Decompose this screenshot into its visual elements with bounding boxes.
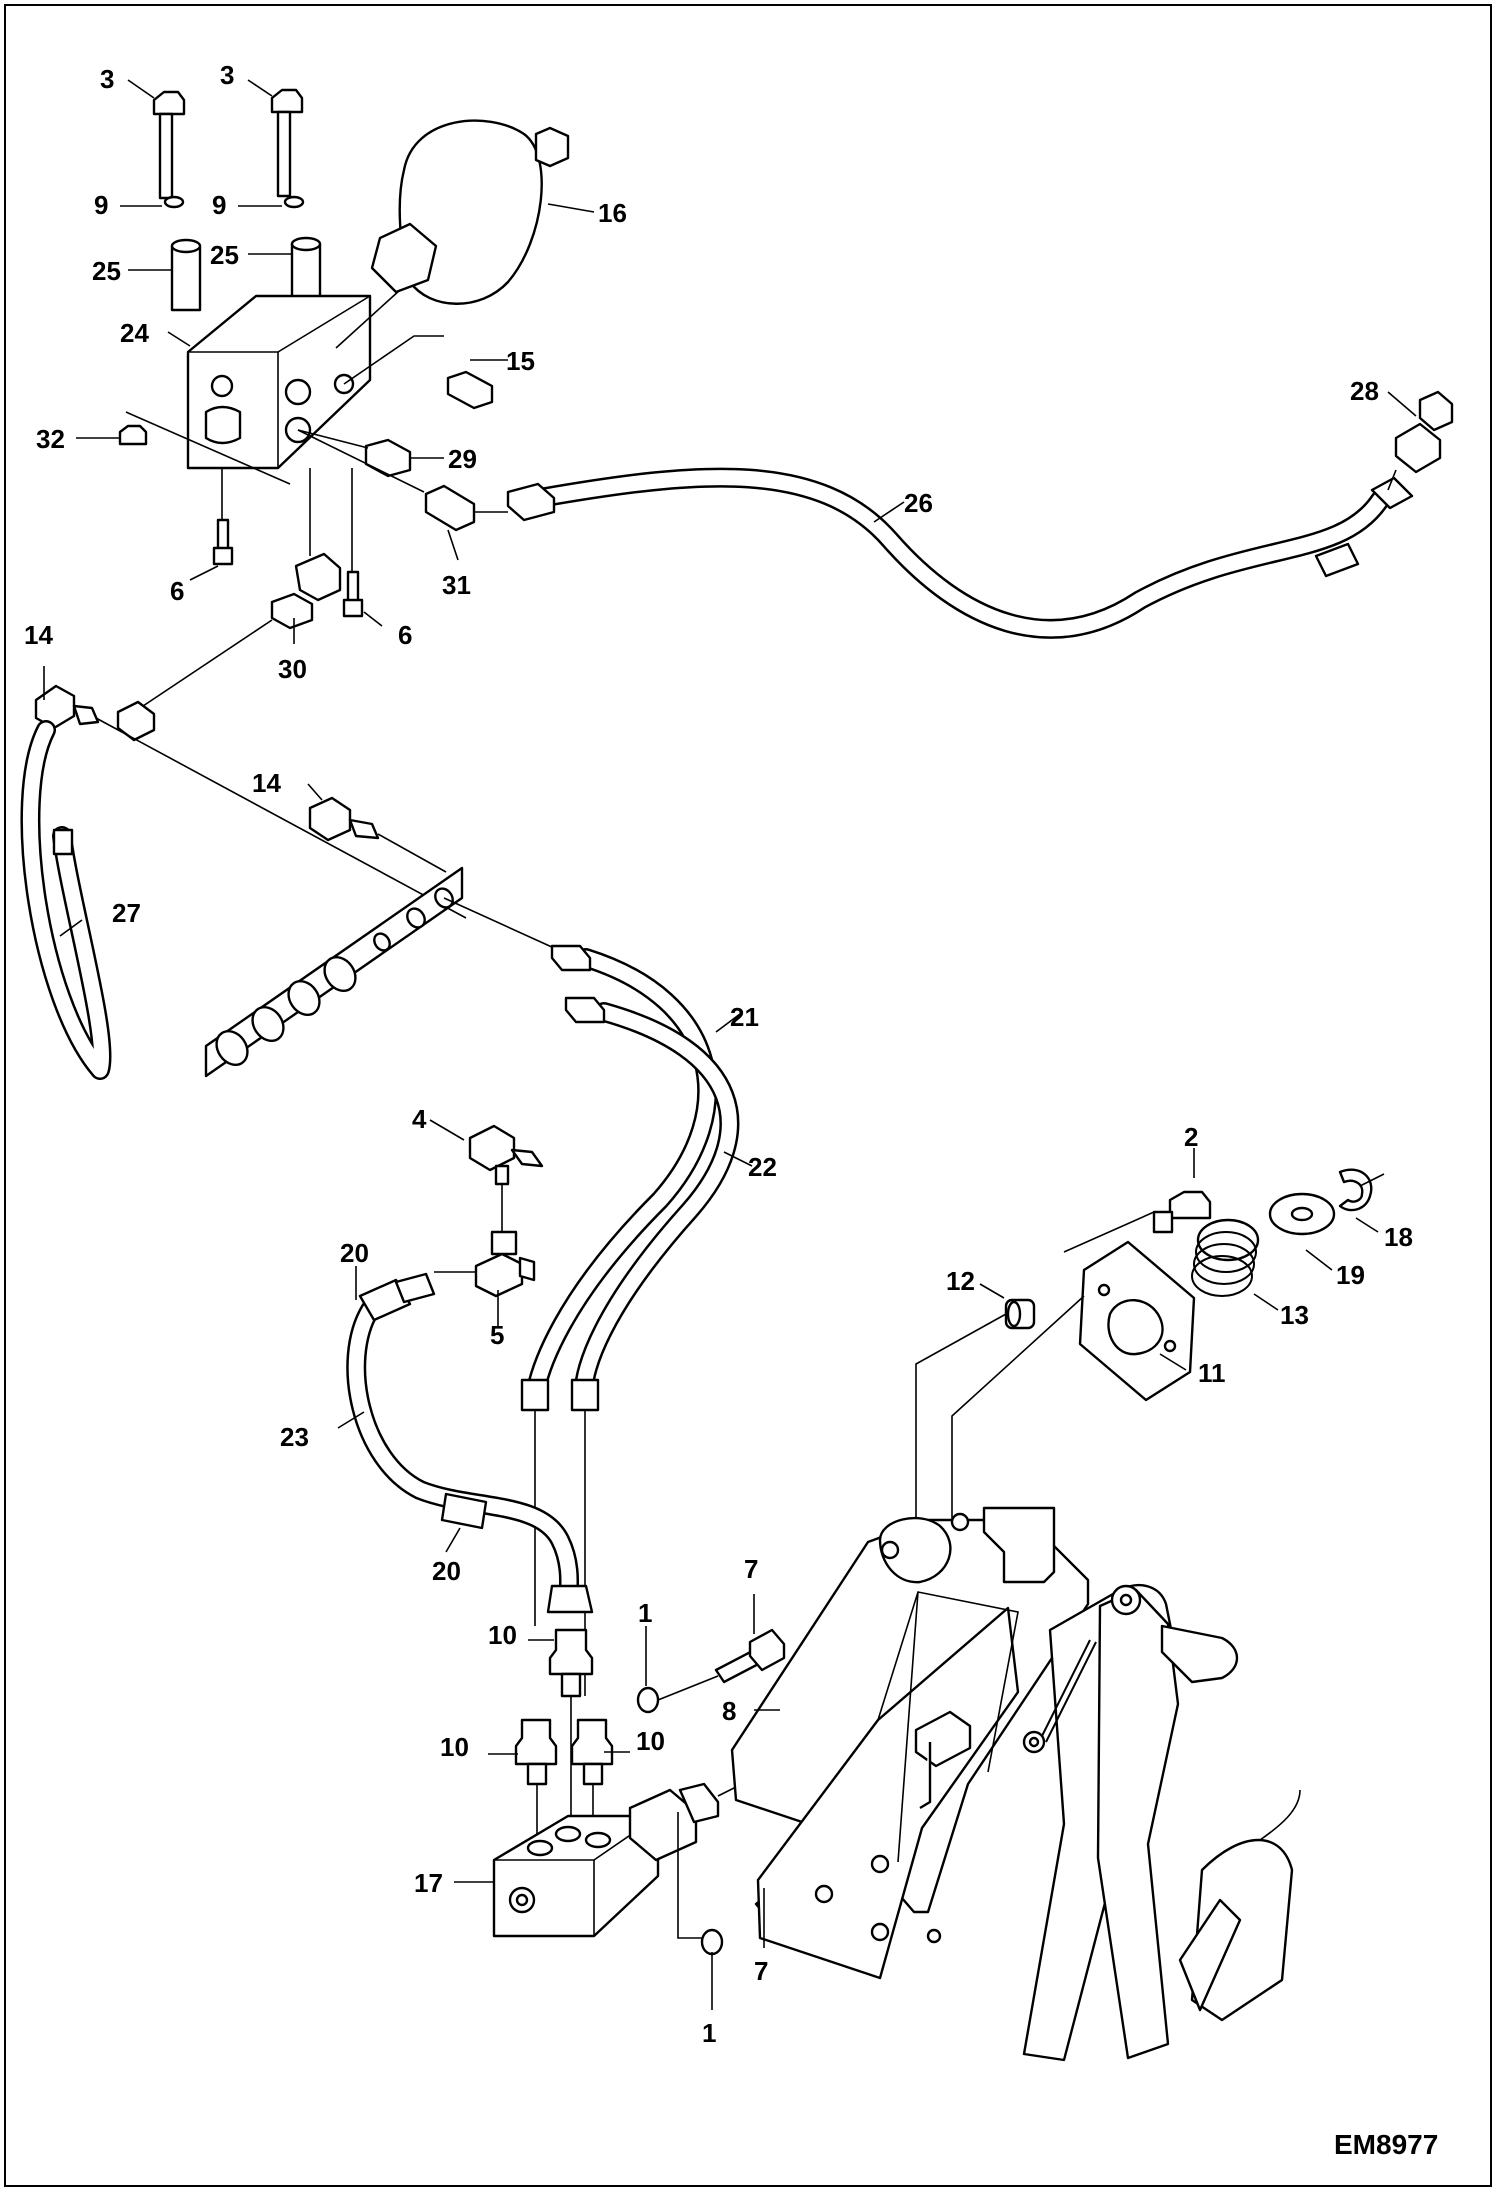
callout-10b: 10 xyxy=(636,1726,665,1756)
bolt-3b xyxy=(270,88,304,198)
callout-8: 8 xyxy=(722,1696,736,1726)
callout-17: 17 xyxy=(414,1868,443,1898)
plate-11 xyxy=(1078,1240,1196,1402)
plug-32 xyxy=(118,424,148,446)
screw-7a xyxy=(714,1628,786,1684)
callout-25a: 25 xyxy=(92,256,121,286)
callout-23: 23 xyxy=(280,1422,309,1452)
callout-7b: 7 xyxy=(754,1956,768,1986)
callout-22: 22 xyxy=(748,1152,777,1182)
callout-14a: 14 xyxy=(24,620,53,650)
hose-27 xyxy=(20,720,112,1080)
fitting-29 xyxy=(297,429,412,478)
leader-30-to-14 xyxy=(121,619,273,721)
hose-21 xyxy=(520,944,718,1412)
fitting-10a xyxy=(548,1628,594,1698)
washer-19 xyxy=(1268,1192,1336,1236)
callout-21: 21 xyxy=(730,1002,759,1032)
callout-9a: 9 xyxy=(94,190,108,220)
callout-11: 11 xyxy=(1198,1358,1226,1388)
callout-27: 27 xyxy=(112,898,141,928)
callout-16: 16 xyxy=(598,198,627,228)
hose-22 xyxy=(564,996,740,1412)
drawing-code: EM8977 xyxy=(1334,2129,1438,2160)
callout-32: 32 xyxy=(36,424,65,454)
hose-23 xyxy=(346,1272,594,1614)
callout-20a: 20 xyxy=(340,1238,369,1268)
brake-light-switch xyxy=(914,1710,972,1810)
fitting-5 xyxy=(434,1230,536,1298)
callout-labels: 3 3 9 9 16 25 25 24 15 28 32 29 26 6 31 … xyxy=(24,60,1413,2048)
fitting-31 xyxy=(297,429,476,532)
elbow-14b xyxy=(308,796,447,873)
fitting-10c xyxy=(570,1718,614,1786)
callout-leaders xyxy=(43,79,1417,2010)
callout-1a: 1 xyxy=(638,1598,652,1628)
callout-15: 15 xyxy=(506,346,535,376)
bolt-3a xyxy=(152,90,186,200)
callout-26: 26 xyxy=(904,488,933,518)
callout-13: 13 xyxy=(1280,1300,1309,1330)
hose-26 xyxy=(474,467,1414,639)
callout-4: 4 xyxy=(412,1104,427,1134)
fitting-10b xyxy=(514,1718,558,1786)
washer-9a xyxy=(163,195,185,209)
callout-20b: 20 xyxy=(432,1556,461,1586)
callout-3b: 3 xyxy=(220,60,234,90)
callout-3a: 3 xyxy=(100,64,114,94)
elbow-14a xyxy=(34,684,100,730)
callout-18: 18 xyxy=(1384,1222,1413,1252)
callout-10a: 10 xyxy=(488,1620,517,1650)
clip-18 xyxy=(1338,1168,1373,1212)
callout-29: 29 xyxy=(448,444,477,474)
fitting-15 xyxy=(343,335,494,410)
washer-1b xyxy=(700,1928,724,1956)
callout-25b: 25 xyxy=(210,240,239,270)
valve-block-24 xyxy=(186,294,372,470)
callout-24: 24 xyxy=(120,318,149,348)
callout-2: 2 xyxy=(1184,1122,1198,1152)
bracket-plate xyxy=(204,866,464,1078)
fitting-20a xyxy=(358,1278,412,1322)
elbow-30 xyxy=(270,468,342,630)
callout-28: 28 xyxy=(1350,376,1379,406)
washer-9b xyxy=(283,195,305,209)
spacer-12 xyxy=(1004,1298,1036,1330)
accumulator-16 xyxy=(335,119,570,349)
fitting-28 xyxy=(1387,390,1454,491)
callout-30: 30 xyxy=(278,654,307,684)
fitting-end-30 xyxy=(116,700,156,742)
screw-6a xyxy=(212,518,234,566)
tee-4 xyxy=(468,1124,544,1186)
callout-5: 5 xyxy=(490,1320,504,1350)
callout-31: 31 xyxy=(442,570,471,600)
bolt-2 xyxy=(1152,1190,1212,1234)
pedal-frame xyxy=(730,1506,1090,1980)
callout-6b: 6 xyxy=(398,620,412,650)
accumulator-assembly xyxy=(118,88,570,630)
washer-1a xyxy=(636,1686,660,1714)
callout-9b: 9 xyxy=(212,190,226,220)
callout-14b: 14 xyxy=(252,768,281,798)
callout-1b: 1 xyxy=(702,2018,716,2048)
callout-12: 12 xyxy=(946,1266,975,1296)
spring-13 xyxy=(1191,1218,1260,1297)
callout-7a: 7 xyxy=(744,1554,758,1584)
callout-19: 19 xyxy=(1336,1260,1365,1290)
callout-6a: 6 xyxy=(170,576,184,606)
spacer-25a xyxy=(170,238,202,312)
screw-6b xyxy=(342,570,364,618)
callout-10c: 10 xyxy=(440,1732,469,1762)
fitting-20b xyxy=(440,1492,488,1530)
manifold-17 xyxy=(492,1814,660,1938)
pedal-arm xyxy=(1022,1584,1301,2062)
